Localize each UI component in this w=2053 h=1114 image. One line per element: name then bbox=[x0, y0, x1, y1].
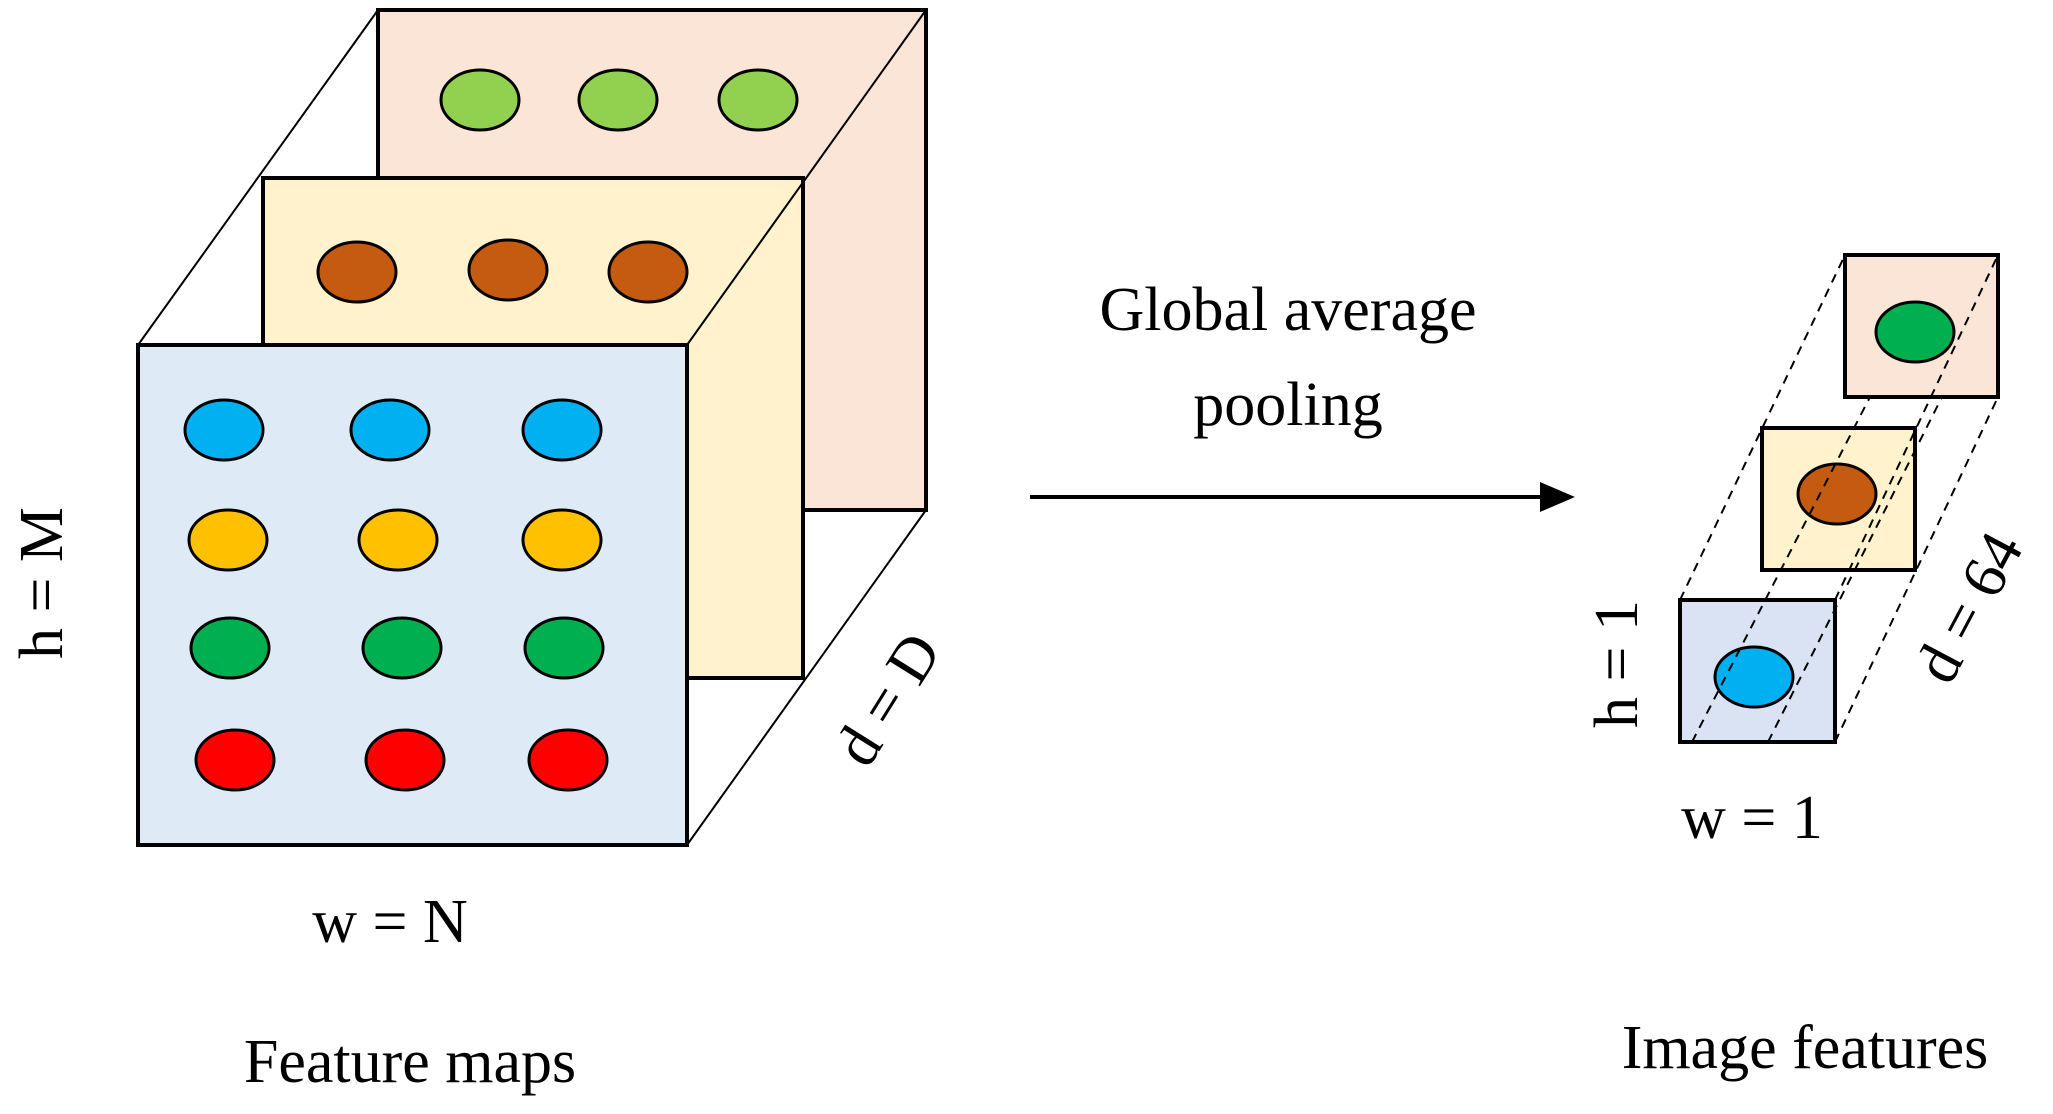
image-features-caption: Image features bbox=[1622, 1014, 1989, 1082]
back-dot bbox=[439, 68, 521, 132]
cube-edge bbox=[137, 9, 379, 346]
w-label: w = N bbox=[312, 888, 468, 956]
cube-edge bbox=[686, 509, 927, 846]
back-dot bbox=[577, 68, 659, 132]
middle-dot bbox=[607, 240, 689, 304]
front-dot-red bbox=[364, 728, 446, 792]
dashed-edge bbox=[1691, 396, 1871, 743]
front-dot-yellow bbox=[187, 508, 269, 572]
pooling-arrowhead bbox=[1540, 482, 1575, 512]
front-dot-yellow bbox=[521, 508, 603, 572]
front-dot-red bbox=[194, 728, 276, 792]
arrow-label-line2: pooling bbox=[1193, 371, 1382, 439]
arrow-label-line1: Global average bbox=[1100, 276, 1477, 344]
front-dot-blue bbox=[349, 398, 431, 462]
middle-dot bbox=[467, 238, 549, 302]
front-dot-yellow bbox=[357, 508, 439, 572]
front-dot-green bbox=[361, 616, 443, 680]
d-label: d = D bbox=[822, 621, 955, 777]
feature-h-label: h = 1 bbox=[1583, 600, 1651, 728]
middle-cell-dot bbox=[1796, 462, 1878, 526]
front-dot-green bbox=[189, 616, 271, 680]
back-dot bbox=[717, 68, 799, 132]
back-cell-dot bbox=[1874, 300, 1956, 364]
front-dot-red bbox=[527, 728, 609, 792]
feature-maps-block: h = M w = N d = D Feature maps bbox=[8, 8, 955, 1096]
dashed-edge bbox=[1767, 396, 1943, 743]
cube-edge bbox=[686, 9, 927, 346]
front-dot-green bbox=[523, 616, 605, 680]
front-cell-dot bbox=[1713, 645, 1795, 709]
front-dot-blue bbox=[183, 398, 265, 462]
feature-d-label: d = 64 bbox=[1902, 521, 2037, 693]
feature-maps-caption: Feature maps bbox=[244, 1028, 576, 1096]
h-label: h = M bbox=[8, 507, 76, 659]
middle-dot bbox=[316, 240, 398, 304]
image-features-block: h = 1 w = 1 d = 64 Image features bbox=[1583, 253, 2037, 1082]
front-dot-blue bbox=[521, 398, 603, 462]
feature-w-label: w = 1 bbox=[1681, 784, 1823, 852]
pooling-arrow-group: Global average pooling bbox=[1030, 276, 1575, 512]
